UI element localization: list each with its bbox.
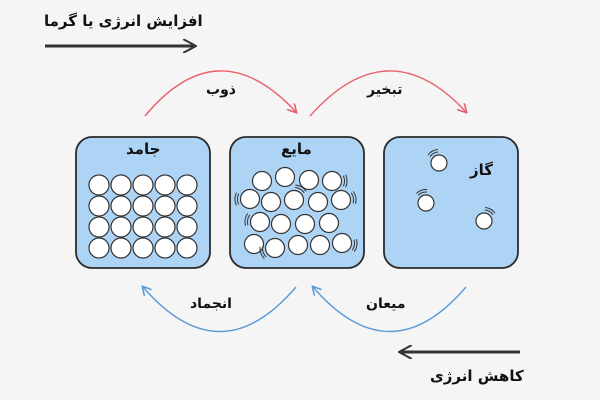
- motion-mark: [350, 192, 354, 204]
- solid-particle: [176, 216, 198, 238]
- melting-label: ذوب: [206, 82, 236, 98]
- motion-mark: [427, 149, 438, 156]
- motion-mark: [352, 191, 357, 205]
- solid-particle: [110, 195, 132, 217]
- liquid-particle: [243, 233, 265, 255]
- motion-mark: [244, 213, 249, 227]
- liquid-particle: [270, 213, 292, 235]
- solid-particle: [154, 174, 176, 196]
- solid-particle: [132, 216, 154, 238]
- liquid-particles: [234, 166, 358, 259]
- motion-mark: [247, 214, 251, 226]
- gas-particle: [475, 212, 493, 230]
- motion-mark: [259, 246, 265, 259]
- solid-particle: [154, 237, 176, 259]
- gas-title: گاز: [470, 161, 493, 179]
- solid-particle: [154, 216, 176, 238]
- motion-mark: [485, 207, 496, 214]
- liquid-particle: [330, 189, 352, 211]
- solid-particle: [88, 174, 110, 196]
- motion-mark: [417, 191, 428, 196]
- motion-mark: [416, 189, 428, 194]
- liquid-particle: [264, 237, 286, 259]
- motion-mark: [262, 246, 267, 258]
- motion-mark: [429, 151, 439, 158]
- gas-box: [383, 136, 519, 269]
- solid-particle: [110, 237, 132, 259]
- liquid-particle: [307, 191, 329, 213]
- solid-particle: [110, 174, 132, 196]
- liquid-particle: [239, 188, 261, 210]
- liquid-particle: [283, 189, 305, 211]
- motion-mark: [345, 174, 348, 188]
- liquid-particle: [251, 170, 273, 192]
- motion-mark: [342, 175, 345, 187]
- motion-mark: [295, 187, 305, 194]
- freezing-arrow: [143, 287, 297, 333]
- evaporation-label: تبخیر: [367, 82, 403, 98]
- solid-particle: [176, 174, 198, 196]
- solid-particle: [132, 195, 154, 217]
- solid-particle: [132, 174, 154, 196]
- motion-mark: [237, 193, 240, 205]
- motion-mark: [353, 238, 358, 252]
- energy-increase-label: افزایش انرژی یا گرما: [44, 12, 203, 30]
- motion-mark: [234, 192, 237, 206]
- solid-particle: [176, 195, 198, 217]
- liquid-title: مایع: [281, 140, 312, 158]
- solid-title: جامد: [126, 140, 161, 158]
- liquid-particle: [249, 211, 271, 233]
- liquid-particle: [321, 170, 343, 192]
- solid-particle: [176, 237, 198, 259]
- motion-mark: [351, 239, 355, 251]
- motion-mark: [295, 184, 307, 192]
- liquid-particle: [318, 212, 340, 234]
- liquid-particle: [298, 169, 320, 191]
- condensation-label: میعان: [366, 296, 406, 312]
- solid-particle: [154, 195, 176, 217]
- solid-particle: [88, 195, 110, 217]
- melting-arrow: [144, 70, 296, 117]
- gas-particle: [430, 154, 448, 172]
- liquid-particle: [331, 232, 353, 254]
- solid-particle: [88, 237, 110, 259]
- liquid-particle: [294, 213, 316, 235]
- freezing-label: انجماد: [190, 296, 232, 312]
- liquid-particle: [287, 234, 309, 256]
- solid-particle: [110, 216, 132, 238]
- liquid-particle: [274, 166, 296, 188]
- solid-particles: [88, 174, 198, 259]
- energy-decrease-label: کاهش انرژی: [430, 367, 524, 385]
- motion-mark: [484, 209, 494, 216]
- solid-particle: [132, 237, 154, 259]
- solid-particle: [88, 216, 110, 238]
- liquid-particle: [260, 191, 282, 213]
- gas-particles: [416, 149, 496, 230]
- evaporation-arrow: [309, 70, 466, 117]
- liquid-particle: [309, 234, 331, 256]
- gas-particle: [417, 194, 435, 212]
- condensation-arrow: [313, 287, 467, 333]
